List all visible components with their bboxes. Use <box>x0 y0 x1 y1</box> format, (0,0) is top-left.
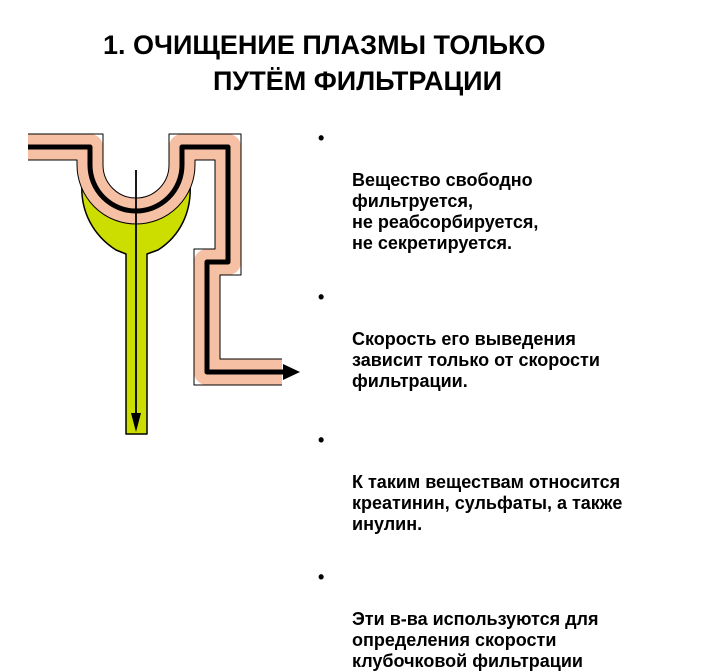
tubule-wall-outline-inner <box>28 159 282 386</box>
bullet-item: • Вещество свободно фильтруется, не реаб… <box>318 128 713 254</box>
blood-flow-arrow-head <box>131 413 141 432</box>
nephron-diagram <box>28 133 300 435</box>
bullet-item: • Эти в-ва используются для определения … <box>318 567 713 672</box>
excretion-arrow-head <box>283 364 300 380</box>
tubule-wall <box>28 134 282 385</box>
tubule-wall-outline-outer <box>28 133 282 360</box>
bullet-dot: • <box>318 567 325 587</box>
title-line-2: ПУТЁМ ФИЛЬТРАЦИИ <box>213 66 502 96</box>
bullet-dot: • <box>318 287 325 307</box>
filtrate-flow-line <box>28 144 285 375</box>
bullet-text: Скорость его выведения зависит только от… <box>352 329 600 391</box>
bullet-text: Вещество свободно фильтруется, не реабсо… <box>352 170 539 253</box>
bullet-item: • К таким веществам относится креатинин,… <box>318 430 713 535</box>
title-line-1: 1. ОЧИЩЕНИЕ ПЛАЗМЫ ТОЛЬКО <box>103 30 546 60</box>
bullet-item: • Скорость его выведения зависит только … <box>318 287 713 392</box>
bullet-text: К таким веществам относится креатинин, с… <box>352 472 623 534</box>
bullet-dot: • <box>318 430 325 450</box>
bullet-text: Эти в-ва используются для определения ск… <box>352 609 599 671</box>
bullet-dot: • <box>318 128 325 148</box>
bullet-list: • Вещество свободно фильтруется, не реаб… <box>318 128 713 672</box>
